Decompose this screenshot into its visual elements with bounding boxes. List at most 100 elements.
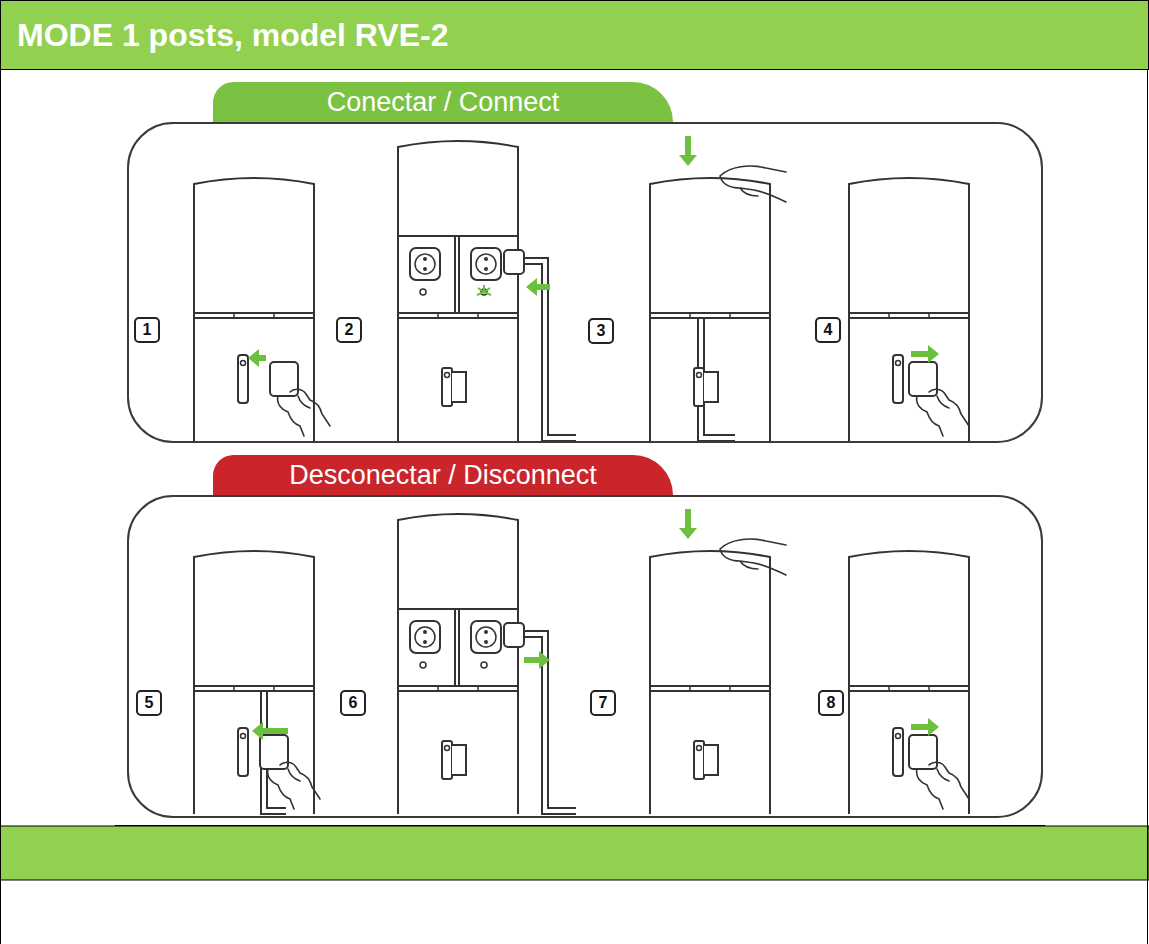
socket (471, 248, 501, 280)
footer-band (0, 826, 1149, 880)
socket-led (420, 662, 426, 668)
post-cap (650, 551, 770, 686)
seam-tick (273, 686, 275, 691)
socket-panel (459, 609, 518, 691)
hand (268, 762, 320, 809)
post-cap (849, 551, 969, 686)
post-cap (849, 178, 969, 313)
charging-post (398, 514, 576, 814)
post-side (397, 691, 399, 814)
reader-led (896, 734, 901, 739)
charging-post (194, 551, 320, 814)
socket-pin (423, 630, 427, 634)
reader-led (445, 373, 450, 378)
post-side (848, 691, 850, 814)
section-panel: Desconectar / Disconnect5678 (127, 495, 1043, 818)
seam-tick (437, 313, 439, 318)
socket-pin (484, 640, 488, 644)
card (270, 362, 298, 396)
seam-tick (928, 313, 930, 318)
inserted-card (452, 745, 466, 775)
socket-led (481, 662, 487, 668)
reader-led (896, 361, 901, 366)
callout-number: 7 (599, 694, 608, 712)
socket-pin (484, 257, 488, 261)
callout-number: 8 (827, 694, 836, 712)
post-seam (650, 313, 770, 318)
post-seam (398, 686, 518, 691)
reader-led (445, 746, 450, 751)
arrow-head (679, 155, 697, 166)
step-number-box: 8 (818, 690, 844, 716)
hand-with-card (260, 735, 320, 809)
card-reader (238, 355, 248, 403)
post-seam (194, 686, 314, 691)
post-side (769, 318, 771, 441)
step-number-box: 1 (134, 317, 160, 343)
seam-tick (888, 313, 890, 318)
hand (720, 166, 786, 202)
post-side (517, 318, 519, 441)
post-side (649, 318, 651, 441)
post-seam (398, 313, 518, 318)
motion-arrow (259, 355, 266, 361)
socket-pin (423, 640, 427, 644)
card-reader (694, 368, 704, 406)
post-cap (398, 514, 518, 609)
table-rule (115, 825, 1045, 826)
motion-arrow (685, 509, 691, 528)
post-side (193, 318, 195, 441)
motion-arrow (911, 351, 928, 357)
charging-post (650, 136, 786, 441)
table-rule (0, 0, 1, 944)
hand (917, 389, 969, 436)
arrow-head (928, 718, 939, 736)
cable-core (524, 634, 576, 811)
socket-face (476, 254, 496, 274)
reader-led (241, 734, 246, 739)
title: MODE 1 posts, model RVE-2 (17, 17, 449, 54)
seam-tick (233, 686, 235, 691)
card-reader (893, 728, 903, 776)
table-rule (1147, 0, 1148, 944)
callout-number: 6 (349, 694, 358, 712)
charging-post (398, 141, 576, 441)
arrow-head (526, 278, 537, 296)
arrow-head (248, 349, 259, 367)
reader-led (697, 373, 702, 378)
card-reader (238, 728, 248, 776)
card-reader (893, 355, 903, 403)
motion-arrow (685, 136, 691, 155)
seam-tick (689, 686, 691, 691)
cable (701, 318, 735, 438)
charging-post (194, 178, 330, 441)
pressing-hand (720, 166, 786, 202)
hand-with-card (909, 735, 969, 809)
card-reader (442, 741, 452, 779)
motion-arrow (263, 728, 288, 734)
charging-post (849, 551, 969, 814)
motion-arrow (537, 284, 550, 290)
cable (524, 261, 576, 438)
motion-arrow (911, 724, 928, 730)
inserted-card (704, 372, 718, 402)
charging-post (849, 178, 969, 441)
plug (504, 250, 524, 274)
inserted-card (452, 372, 466, 402)
socket (471, 621, 501, 653)
callout-number: 5 (145, 694, 154, 712)
post-cap (650, 178, 770, 313)
glow-ray (484, 292, 491, 295)
section-tab: Conectar / Connect (213, 82, 673, 122)
header-band: MODE 1 posts, model RVE-2 (0, 0, 1149, 70)
step-number-box: 6 (340, 690, 366, 716)
section-title: Desconectar / Disconnect (289, 460, 597, 490)
post-side (649, 691, 651, 814)
cable-core (524, 261, 576, 438)
socket-pin (423, 267, 427, 271)
glow-ray (477, 292, 484, 295)
post-cap (194, 178, 314, 313)
post-side (193, 691, 195, 814)
reader-led (241, 361, 246, 366)
